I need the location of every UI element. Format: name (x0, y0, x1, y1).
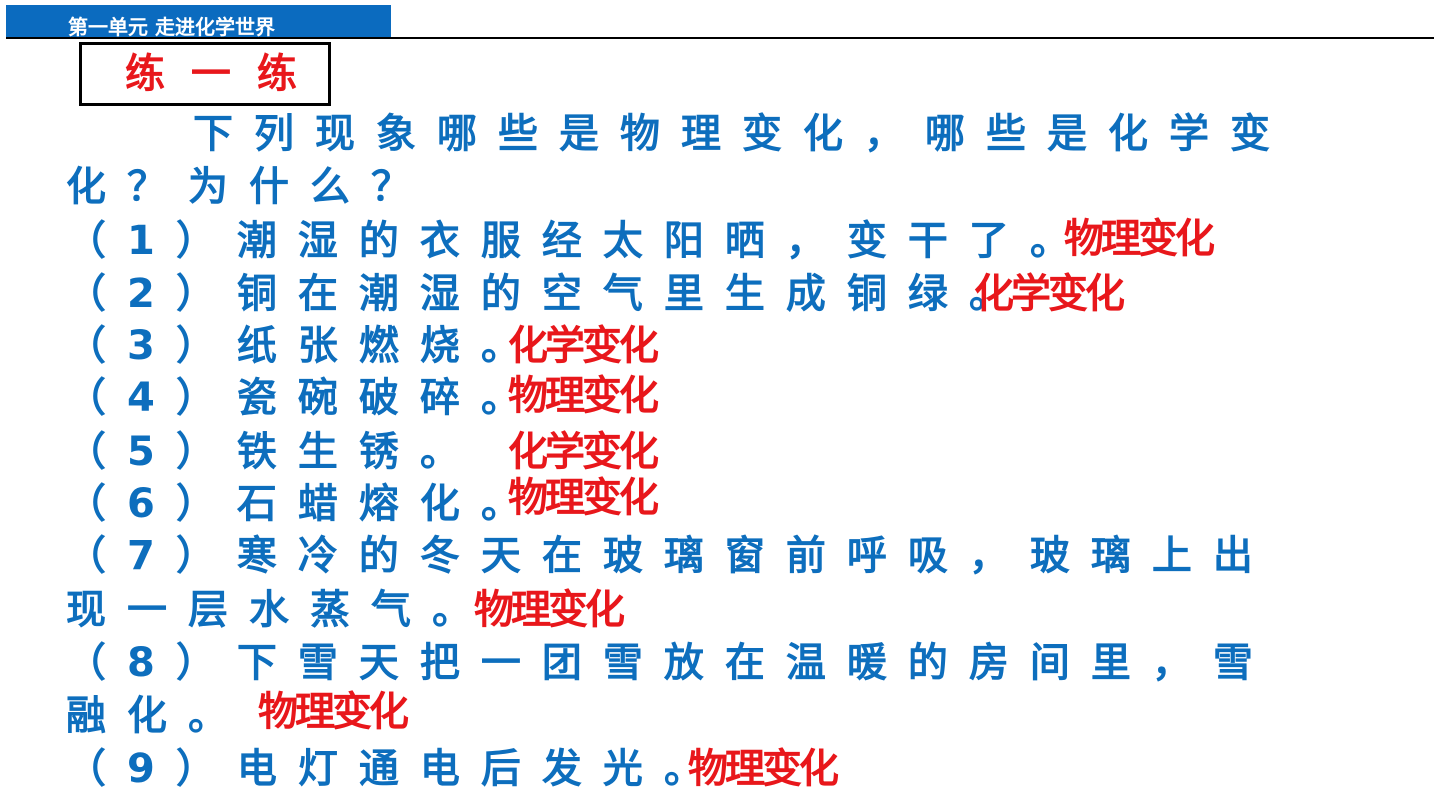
practice-title-box (79, 42, 331, 106)
item-7-answer: 物理变化 (474, 587, 625, 633)
item-8-answer: 物理变化 (258, 689, 409, 735)
item-7-text-cont: 现一层水蒸气。 (66, 587, 493, 633)
item-9-text: （9）电灯通电后发光。 (66, 746, 725, 792)
item-3-answer: 化学变化 (508, 323, 659, 369)
question-line-2: 化？为什么？ (66, 164, 432, 210)
item-5-text: （5）铁生锈。 (66, 429, 481, 475)
question-line-1: 下列现象哪些是物理变化，哪些是化学变 (193, 111, 1291, 157)
item-4-text: （4）瓷碗破碎。 (66, 375, 542, 421)
item-8-text: （8）下雪天把一团雪放在温暖的房间里，雪 (66, 640, 1274, 686)
item-8-text-cont: 融化。 (66, 693, 249, 739)
item-1-text: （1）潮湿的衣服经太阳晒，变干了。 (66, 218, 1091, 264)
item-4-answer: 物理变化 (508, 373, 659, 419)
item-1-answer: 物理变化 (1064, 216, 1215, 262)
item-3-text: （3）纸张燃烧。 (66, 323, 542, 369)
item-2-text: （2）铜在潮湿的空气里生成铜绿。 (66, 271, 1030, 317)
unit-title: 第一单元 走进化学世界 (68, 15, 275, 39)
item-5-answer: 化学变化 (508, 429, 659, 475)
item-6-text: （6）石蜡熔化。 (66, 481, 542, 527)
item-9-answer: 物理变化 (688, 746, 839, 792)
item-6-answer: 物理变化 (508, 475, 659, 521)
practice-title: 练 一 练 (125, 51, 303, 97)
header-divider (6, 37, 1434, 39)
item-2-answer: 化学变化 (974, 271, 1125, 317)
item-7-text: （7）寒冷的冬天在玻璃窗前呼吸，玻璃上出 (66, 533, 1274, 579)
unit-header-tab (6, 5, 391, 39)
